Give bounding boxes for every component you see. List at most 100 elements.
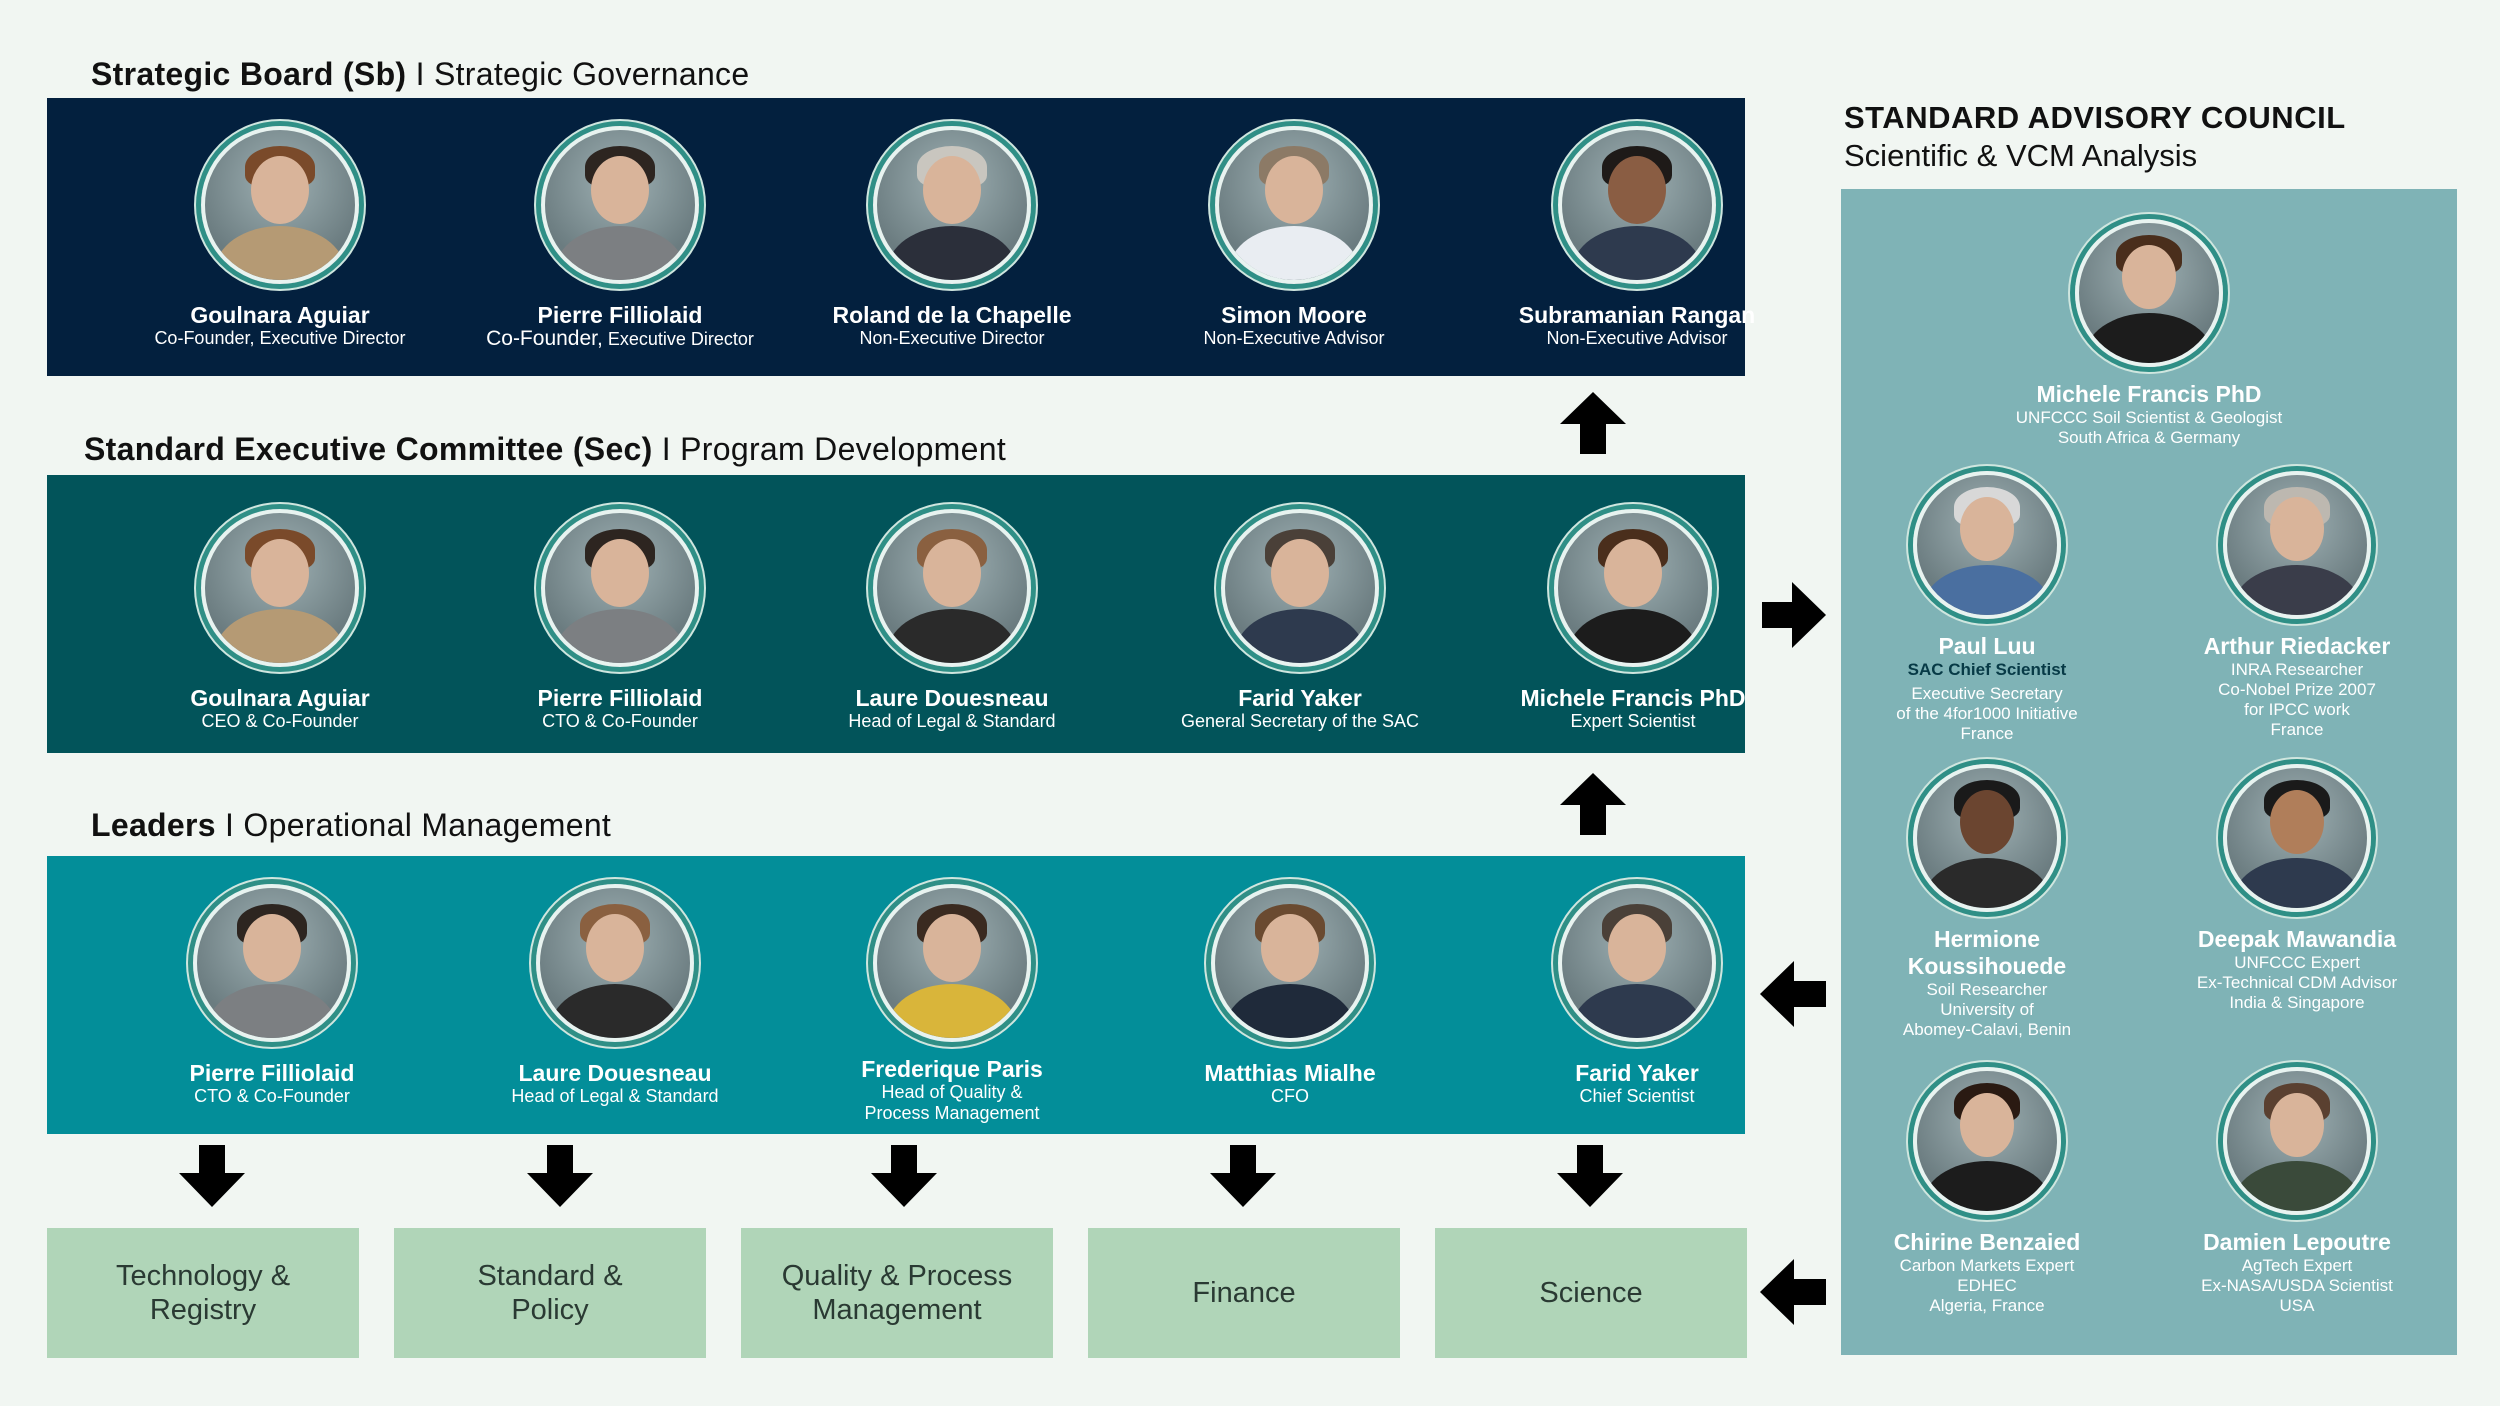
- executive-committee-title-bold: Standard Executive Committee (Sec): [84, 431, 653, 467]
- leader-member-photo: [873, 884, 1031, 1042]
- sac-member-line: India & Singapore: [2229, 993, 2365, 1012]
- department-box: Quality & Process Management: [741, 1228, 1053, 1358]
- arrow-down-icon: [1557, 1145, 1623, 1211]
- board-member-role-part: Executive Director: [602, 329, 754, 349]
- leader-member-name: Laure Douesneau: [518, 1060, 712, 1086]
- sac-member-line: Abomey-Calavi, Benin: [1902, 1020, 2072, 1039]
- leader-member-role: Chief Scientist: [1579, 1086, 1695, 1106]
- sac-title: STANDARD ADVISORY COUNCIL: [1844, 100, 2346, 135]
- board-member: Roland de la Chapelle Non-Executive Dire…: [782, 126, 1122, 349]
- board-member: Pierre Filliolaid Co-Founder, Executive …: [450, 126, 790, 350]
- sac-member-line: South Africa & Germany: [2057, 428, 2241, 447]
- executive-committee-title: Standard Executive Committee (Sec) I Pro…: [84, 431, 1006, 468]
- committee-member-photo: [1554, 509, 1712, 667]
- arrow-down-icon: [871, 1145, 937, 1211]
- committee-member-name: Goulnara Aguiar: [190, 685, 370, 711]
- executive-committee-band: Goulnara Aguiar CEO & Co-Founder Pierre …: [47, 475, 1745, 753]
- board-member-photo: [541, 126, 699, 284]
- board-member-role: Co-Founder, Executive Director: [154, 328, 406, 348]
- leader-member-name: Pierre Filliolaid: [189, 1060, 355, 1086]
- committee-member-name: Pierre Filliolaid: [537, 685, 703, 711]
- committee-member-photo: [873, 509, 1031, 667]
- leaders-title: Leaders I Operational Management: [91, 807, 611, 844]
- leader-member-role: CFO: [1271, 1086, 1309, 1106]
- committee-member-role: General Secretary of the SAC: [1180, 711, 1420, 731]
- sac-member-name: Paul Luu: [1938, 633, 2036, 659]
- leader-member-role: CTO & Co-Founder: [194, 1086, 350, 1106]
- sac-member-name: Deepak Mawandia: [2197, 926, 2397, 952]
- committee-member-role: CEO & Co-Founder: [201, 711, 359, 731]
- leader-member-name: Frederique Paris: [861, 1056, 1043, 1082]
- strategic-board-title: Strategic Board (Sb) I Strategic Governa…: [91, 56, 749, 93]
- board-member-name: Roland de la Chapelle: [832, 302, 1072, 328]
- sac-member-name: Damien Lepoutre: [2203, 1229, 2391, 1255]
- sac-member-name: Arthur Riedacker: [2203, 633, 2391, 659]
- committee-member-role: CTO & Co-Founder: [542, 711, 698, 731]
- sac-member-line: USA: [2279, 1296, 2315, 1315]
- sac-member-name: Michele Francis PhD: [2036, 381, 2262, 407]
- leader-member-photo: [193, 884, 351, 1042]
- sac-member: Damien Lepoutre AgTech Expert Ex-NASA/US…: [2152, 1067, 2442, 1316]
- sac-member-name-line2: Koussihouede: [1907, 953, 2067, 979]
- department-box: Standard & Policy: [394, 1228, 706, 1358]
- board-member-photo: [1558, 126, 1716, 284]
- sac-member-accent: SAC Chief Scientist: [1907, 660, 2067, 679]
- sac-member: Paul Luu SAC Chief Scientist Executive S…: [1842, 471, 2132, 744]
- board-member-name: Goulnara Aguiar: [190, 302, 370, 328]
- sac-member-line: Ex-NASA/USDA Scientist: [2201, 1276, 2393, 1295]
- board-member-role: Co-Founder, Executive Director: [450, 328, 790, 350]
- leader-member-name: Matthias Mialhe: [1204, 1060, 1376, 1086]
- committee-member-photo: [541, 509, 699, 667]
- arrow-down-icon: [1210, 1145, 1276, 1211]
- sac-subtitle: Scientific & VCM Analysis: [1844, 138, 2198, 173]
- committee-member: Farid Yaker General Secretary of the SAC: [1130, 509, 1470, 732]
- sac-member: Chirine Benzaied Carbon Markets Expert E…: [1842, 1067, 2132, 1316]
- sac-member-photo: [2223, 1067, 2371, 1215]
- leader-member: Matthias Mialhe CFO: [1120, 884, 1460, 1107]
- arrow-left-icon: [1760, 1259, 1826, 1325]
- leader-member: Frederique Paris Head of Quality & Proce…: [782, 884, 1122, 1124]
- strategic-board-band: Goulnara Aguiar Co-Founder, Executive Di…: [47, 98, 1755, 376]
- sac-member-line: France: [2270, 720, 2324, 739]
- leader-member-photo: [536, 884, 694, 1042]
- leaders-title-bold: Leaders: [91, 807, 216, 843]
- leader-member-photo: [1211, 884, 1369, 1042]
- board-member-role-part: Co-Founder,: [486, 327, 603, 350]
- department-box: Finance: [1088, 1228, 1400, 1358]
- sac-member-line: Carbon Markets Expert: [1899, 1256, 2075, 1275]
- sac-member-line: University of: [1940, 1000, 2034, 1019]
- sac-member: Deepak Mawandia UNFCCC Expert Ex-Technic…: [2152, 764, 2442, 1013]
- board-member-role: Non-Executive Advisor: [1203, 328, 1385, 348]
- leaders-title-rest: I Operational Management: [215, 807, 612, 843]
- leader-member-role: Head of Legal & Standard: [511, 1086, 719, 1106]
- board-member-role: Non-Executive Director: [859, 328, 1045, 348]
- strategic-board-title-rest: I Strategic Governance: [406, 56, 750, 92]
- leader-member-role: Head of Quality &: [881, 1082, 1023, 1102]
- sac-member: Arthur Riedacker INRA Researcher Co-Nobe…: [2152, 471, 2442, 740]
- committee-member-photo: [201, 509, 359, 667]
- board-member: Goulnara Aguiar Co-Founder, Executive Di…: [110, 126, 450, 349]
- arrow-up-icon: [1560, 773, 1626, 835]
- sac-member-photo: [2223, 764, 2371, 912]
- board-member-photo: [1215, 126, 1373, 284]
- leader-member: Farid Yaker Chief Scientist: [1467, 884, 1807, 1107]
- executive-committee-title-rest: I Program Development: [652, 431, 1007, 467]
- board-member: Simon Moore Non-Executive Advisor: [1124, 126, 1464, 349]
- sac-member-name: Hermione: [1933, 926, 2041, 952]
- sac-member-line: INRA Researcher: [2230, 660, 2364, 679]
- board-member-name: Simon Moore: [1221, 302, 1367, 328]
- leader-member: Laure Douesneau Head of Legal & Standard: [445, 884, 785, 1107]
- committee-member-photo: [1221, 509, 1379, 667]
- sac-member-line: UNFCCC Expert: [2234, 953, 2360, 972]
- sac-member-line: UNFCCC Soil Scientist & Geologist: [2015, 408, 2283, 427]
- arrow-right-icon: [1762, 582, 1828, 648]
- board-member-role: Non-Executive Advisor: [1546, 328, 1728, 348]
- sac-member-line: Executive Secretary: [1911, 684, 2063, 703]
- sac-member: Michele Francis PhD UNFCCC Soil Scientis…: [2004, 219, 2294, 448]
- committee-member-name: Michele Francis PhD: [1520, 685, 1746, 711]
- sac-member-line: France: [1960, 724, 2014, 743]
- arrow-down-icon: [179, 1145, 245, 1211]
- sac-heading: STANDARD ADVISORY COUNCIL Scientific & V…: [1844, 100, 2346, 174]
- sac-member: Hermione Koussihouede Soil Researcher Un…: [1842, 764, 2132, 1040]
- sac-member-line: Soil Researcher: [1926, 980, 2048, 999]
